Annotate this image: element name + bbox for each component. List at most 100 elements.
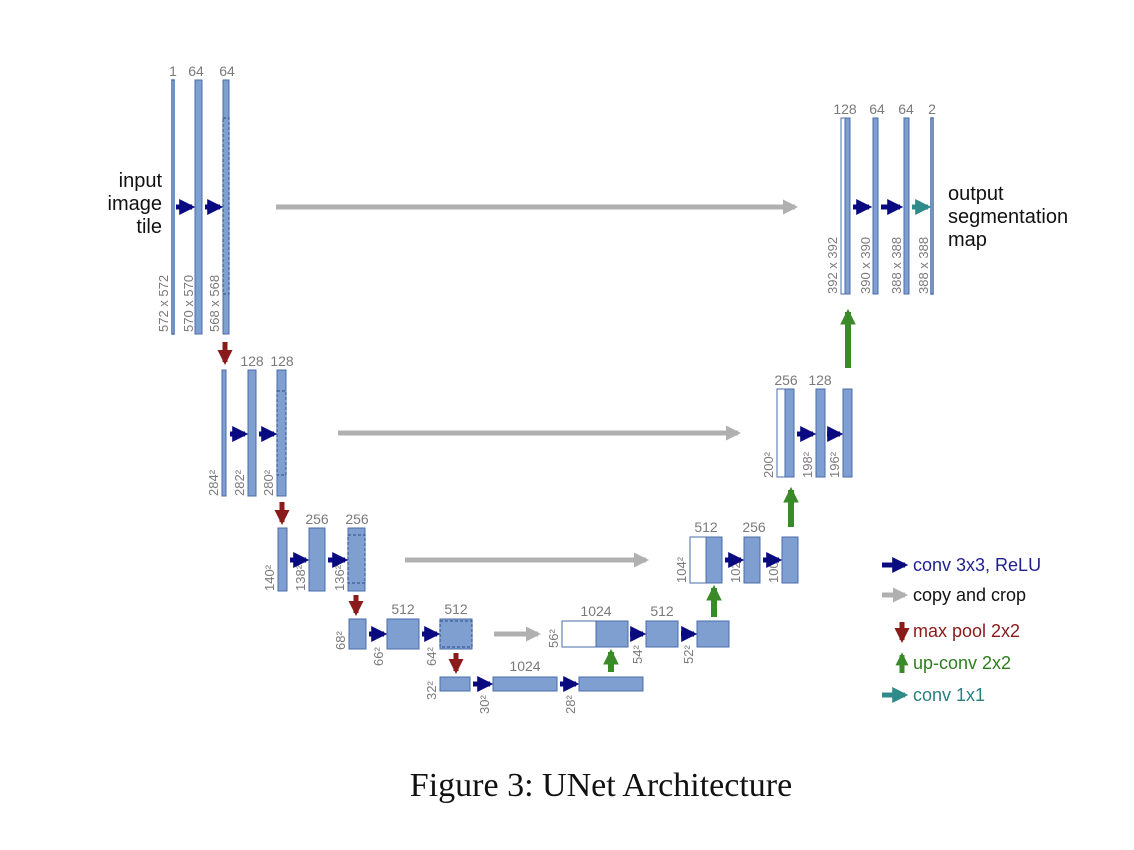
legend-label: max pool 2x2	[913, 621, 1020, 641]
channel-label: 256	[742, 519, 766, 535]
channel-label: 64	[898, 101, 914, 117]
crop-region	[222, 117, 230, 295]
channel-label: 256	[305, 511, 329, 527]
level-4-encoder: 512 512 68² 66² 64²	[333, 601, 473, 666]
feature-map-block	[781, 536, 799, 584]
feature-map-block	[578, 676, 644, 692]
channel-label: 512	[694, 519, 718, 535]
legend-item-copy: copy and crop	[882, 585, 1026, 605]
feature-map-block	[903, 117, 910, 295]
copy-and-crop-arrows	[276, 199, 798, 642]
max-pool-arrows	[217, 342, 464, 674]
channel-label: 128	[833, 101, 857, 117]
dimension-label: 388 x 388	[889, 237, 904, 294]
channel-label: 128	[808, 372, 832, 388]
dimension-label: 136²	[332, 564, 347, 591]
feature-map-block	[815, 388, 826, 478]
dimension-label: 282²	[232, 469, 247, 496]
crop-region	[276, 390, 287, 476]
input-label-line: tile	[136, 216, 162, 238]
channel-label: 64	[188, 63, 204, 79]
dimension-label: 140²	[262, 564, 277, 591]
feature-map-block	[386, 618, 420, 650]
legend-label: copy and crop	[913, 585, 1026, 605]
output-map-block	[930, 117, 934, 295]
channel-label: 64	[219, 63, 235, 79]
level-4-decoder: 1024 512 56² 54² 52²	[546, 603, 730, 664]
dimension-label: 388 x 388	[916, 237, 931, 294]
dimension-label: 570 x 570	[181, 275, 196, 332]
feature-map-block	[743, 536, 761, 584]
feature-map-block	[277, 527, 288, 592]
dimension-label: 284²	[206, 469, 221, 496]
channel-label: 64	[869, 101, 885, 117]
copied-feature-block	[840, 117, 846, 295]
dimension-label: 64²	[424, 647, 439, 666]
copied-feature-block	[689, 536, 707, 584]
channel-label: 1024	[509, 658, 540, 674]
output-label-line: segmentation	[948, 206, 1068, 228]
dimension-label: 196²	[827, 451, 842, 478]
dimension-label: 392 x 392	[825, 237, 840, 294]
copied-feature-block	[561, 620, 597, 648]
legend: conv 3x3, ReLU copy and crop max pool 2x…	[882, 555, 1041, 705]
level-5-bottleneck: 1024 32² 30² 28²	[424, 658, 644, 714]
dimension-label: 54²	[630, 645, 645, 664]
legend-label: conv 3x3, ReLU	[913, 555, 1041, 575]
crop-region	[347, 534, 366, 584]
channel-label: 256	[774, 372, 798, 388]
dimension-label: 68²	[333, 631, 348, 650]
output-label-line: output	[948, 183, 1004, 205]
legend-item-conv1x1: conv 1x1	[882, 685, 985, 705]
legend-item-conv: conv 3x3, ReLU	[882, 555, 1041, 575]
input-label-line: input	[119, 170, 163, 192]
channel-label: 512	[650, 603, 674, 619]
level-2-encoder: 128 128 284² 282² 280²	[206, 353, 294, 497]
level-3-decoder: 512 256 104² 102² 100²	[674, 519, 799, 584]
channel-label: 128	[240, 353, 264, 369]
feature-map-block	[492, 676, 558, 692]
channel-label: 1	[169, 63, 177, 79]
level-1-encoder: 1 64 64 572 x 572 570 x 570 568 x 568 in…	[108, 63, 235, 335]
dimension-label: 52²	[681, 645, 696, 664]
feature-map-block	[645, 620, 679, 648]
dimension-label: 390 x 390	[858, 237, 873, 294]
channel-label: 512	[391, 601, 415, 617]
feature-map-block	[705, 536, 723, 584]
channel-label: 2	[928, 101, 936, 117]
dimension-label: 104²	[674, 556, 689, 583]
legend-label: up-conv 2x2	[913, 653, 1011, 673]
feature-map-block	[842, 388, 853, 478]
input-label-line: image	[108, 193, 162, 215]
dimension-label: 32²	[424, 681, 439, 700]
input-tile-block	[171, 79, 175, 335]
dimension-label: 568 x 568	[207, 275, 222, 332]
channel-label: 1024	[580, 603, 611, 619]
figure-caption: Figure 3: UNet Architecture	[410, 767, 792, 804]
dimension-label: 56²	[546, 629, 561, 648]
channel-label: 256	[345, 511, 369, 527]
feature-map-block	[696, 620, 730, 648]
feature-map-block	[872, 117, 879, 295]
level-3-encoder: 256 256 140² 138² 136²	[262, 511, 369, 592]
channel-label: 512	[444, 601, 468, 617]
feature-map-block	[194, 79, 203, 335]
feature-map-block	[308, 527, 326, 592]
feature-map-block	[595, 620, 629, 648]
legend-item-maxpool: max pool 2x2	[894, 621, 1020, 643]
dimension-label: 28²	[563, 695, 578, 714]
copied-feature-block	[776, 388, 786, 478]
output-label-line: map	[948, 229, 987, 251]
legend-label: conv 1x1	[913, 685, 985, 705]
dimension-label: 66²	[371, 647, 386, 666]
dimension-label: 572 x 572	[156, 275, 171, 332]
feature-map-block	[221, 369, 227, 497]
level-2-decoder: 256 128 200² 198² 196²	[761, 372, 853, 478]
dimension-label: 200²	[761, 451, 776, 478]
dimension-label: 30²	[477, 695, 492, 714]
legend-item-upconv: up-conv 2x2	[895, 652, 1011, 673]
dimension-label: 198²	[800, 451, 815, 478]
channel-label: 128	[270, 353, 294, 369]
dimension-label: 280²	[261, 469, 276, 496]
